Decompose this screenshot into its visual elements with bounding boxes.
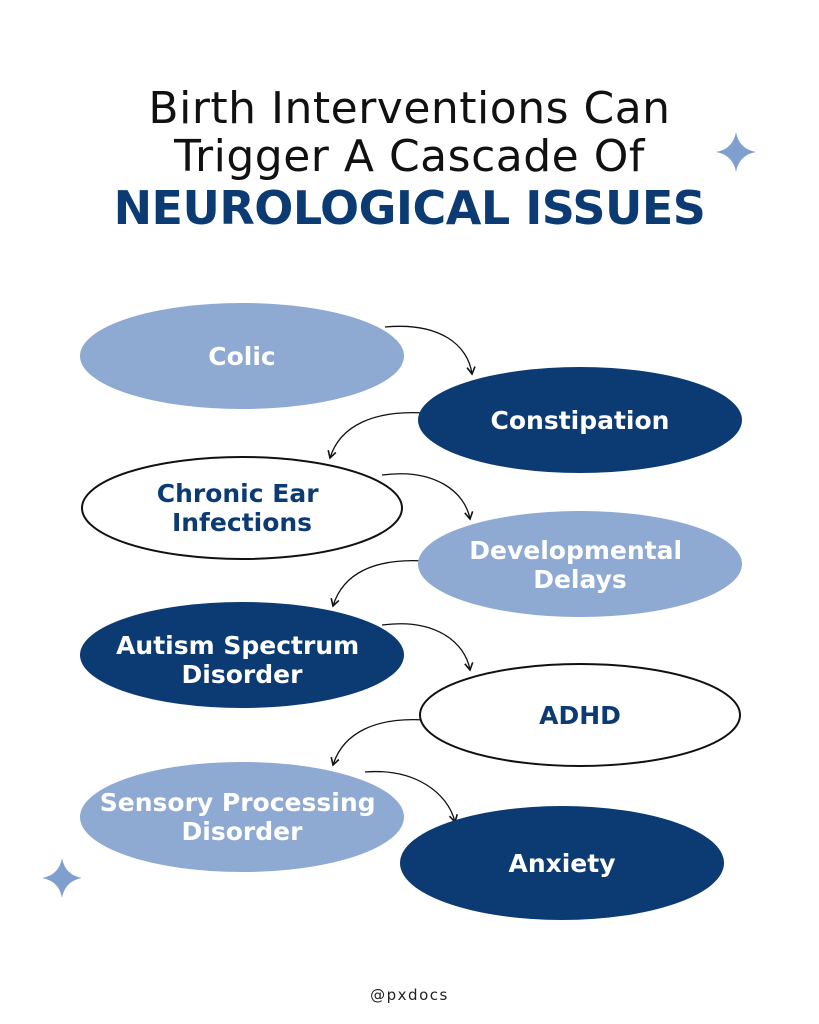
node-label: Chronic Ear Infections: [157, 479, 328, 537]
node-label-line: ADHD: [539, 701, 621, 730]
arrow-colic-to-constipation: [384, 325, 476, 376]
node-label-line: Disorder: [182, 660, 304, 689]
node-label-line: Developmental: [469, 536, 682, 565]
node-label-line: Infections: [172, 508, 312, 537]
arrow-constipation-to-ear-infections: [327, 411, 426, 460]
node-label: Sensory Processing Disorder: [100, 788, 385, 846]
node-ellipse: [418, 511, 742, 617]
sparkle-icon: [42, 858, 82, 898]
title-line-1: Birth Interventions Can: [148, 83, 671, 134]
node-label: Colic: [208, 342, 275, 371]
node-label-line: Anxiety: [508, 849, 615, 878]
node-label: Developmental Delays: [469, 536, 691, 594]
node-label: Anxiety: [508, 849, 615, 878]
node-ellipse: [80, 602, 404, 708]
node-chronic-ear-infections: Chronic Ear Infections: [81, 456, 403, 560]
node-label-line: Constipation: [491, 406, 670, 435]
node-autism-spectrum-disorder: Autism Spectrum Disorder: [80, 602, 404, 708]
node-adhd: ADHD: [419, 663, 741, 767]
arrow-sensory-processing-to-anxiety: [364, 770, 459, 824]
sparkle-icon: [716, 132, 756, 172]
node-label-line: Colic: [208, 342, 275, 371]
arrow-adhd-to-sensory-processing: [330, 719, 426, 767]
node-label-line: Disorder: [182, 817, 304, 846]
arrow-ear-infections-to-developmental-delays: [381, 473, 474, 521]
title-line-3: NEUROLOGICAL ISSUES: [113, 181, 706, 235]
node-label-line: Autism Spectrum: [116, 631, 359, 660]
node-developmental-delays: Developmental Delays: [418, 511, 742, 617]
title-line-2: Trigger A Cascade Of: [174, 131, 645, 182]
node-label: Autism Spectrum Disorder: [116, 631, 368, 689]
arrow-developmental-delays-to-autism: [330, 559, 426, 608]
node-ellipse: [418, 367, 742, 473]
node-ellipse: [80, 303, 404, 409]
node-ellipse: [80, 762, 404, 872]
node-label-line: Chronic Ear: [157, 479, 319, 508]
node-label: ADHD: [539, 701, 621, 730]
node-sensory-processing-disorder: Sensory Processing Disorder: [80, 762, 404, 872]
arrow-autism-to-adhd: [381, 623, 474, 672]
node-ellipse: [400, 806, 724, 920]
node-label: Constipation: [491, 406, 670, 435]
node-anxiety: Anxiety: [400, 806, 724, 920]
node-constipation: Constipation: [418, 367, 742, 473]
node-colic: Colic: [80, 303, 404, 409]
footer-handle: @pxdocs: [370, 986, 449, 1004]
node-label-line: Delays: [533, 565, 627, 594]
node-ellipse: [419, 663, 741, 767]
node-ellipse: [81, 456, 403, 560]
node-label-line: Sensory Processing: [100, 788, 376, 817]
